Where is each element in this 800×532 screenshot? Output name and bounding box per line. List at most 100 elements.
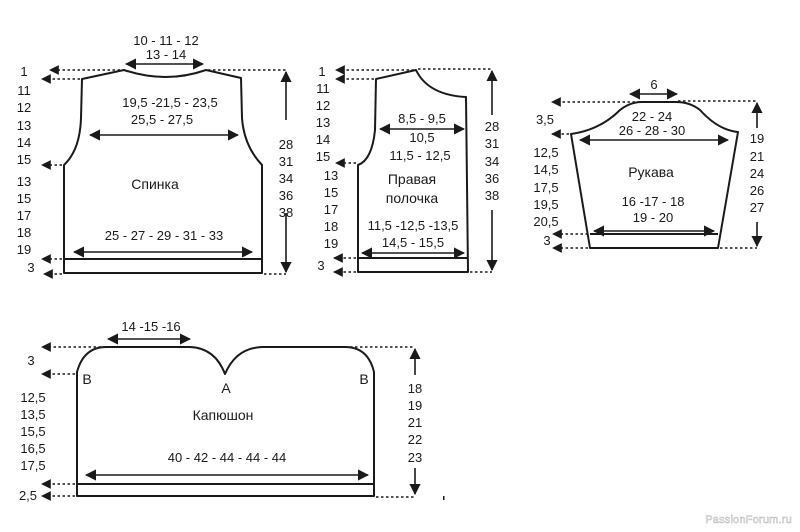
svg-text:19: 19 <box>324 236 338 251</box>
sleeve-outline <box>570 101 739 249</box>
svg-text:17,5: 17,5 <box>20 458 45 473</box>
svg-text:18: 18 <box>17 225 31 240</box>
sleeve-bottom-width-2: 19 - 20 <box>633 210 673 225</box>
svg-text:16,5: 16,5 <box>20 441 45 456</box>
front-left-armhole-sizes: 11 12 13 14 15 <box>316 81 330 164</box>
back-shoulder-width-1: 19,5 -21,5 - 23,5 <box>122 95 217 110</box>
svg-text:21: 21 <box>750 149 764 164</box>
svg-text:12: 12 <box>17 100 31 115</box>
front-bottom-width-1: 11,5 -12,5 -13,5 <box>368 218 459 233</box>
svg-text:15,5: 15,5 <box>20 424 45 439</box>
svg-text:28: 28 <box>279 137 293 152</box>
back-right-height-sizes: 28 31 34 36 38 <box>279 137 293 220</box>
svg-text:34: 34 <box>279 171 293 186</box>
svg-text:13: 13 <box>17 174 31 189</box>
svg-text:11: 11 <box>316 81 330 96</box>
front-title-2: полочка <box>386 190 439 206</box>
back-outline <box>63 69 263 274</box>
hood-left-body-sizes: 12,5 13,5 15,5 16,5 17,5 <box>20 390 45 473</box>
svg-text:12,5: 12,5 <box>20 390 45 405</box>
svg-text:31: 31 <box>279 154 293 169</box>
front-outline <box>357 69 469 273</box>
svg-text:21: 21 <box>408 415 422 430</box>
hood-piece: 14 -15 -16 В А В Капюшон 40 - 42 - 44 - … <box>19 319 445 503</box>
front-left-body-sizes: 13 15 17 18 19 <box>324 168 338 251</box>
sleeve-bottom-width-1: 16 -17 - 18 <box>622 194 685 209</box>
svg-text:38: 38 <box>279 205 293 220</box>
svg-text:14: 14 <box>316 132 330 147</box>
front-bottom-width-2: 14,5 - 15,5 <box>382 235 444 250</box>
svg-text:19,5: 19,5 <box>533 197 558 212</box>
front-right-height-sizes: 28 31 34 36 38 <box>485 119 499 203</box>
svg-text:15: 15 <box>316 149 330 164</box>
back-left-armhole-sizes: 11 12 13 14 15 <box>17 83 31 167</box>
front-left-top: 1 <box>318 64 325 79</box>
hood-left-top: 3 <box>27 353 34 368</box>
svg-text:17: 17 <box>324 202 338 217</box>
sleeve-cap-width-1: 22 - 24 <box>632 109 672 124</box>
svg-text:31: 31 <box>485 136 499 151</box>
sleeve-right-height-sizes: 19 21 24 26 27 <box>750 131 764 215</box>
sleeve-left-hem: 3 <box>543 233 550 248</box>
svg-text:13: 13 <box>324 168 338 183</box>
back-title: Спинка <box>131 176 179 192</box>
front-shoulder-width-3: 11,5 - 12,5 <box>389 148 450 163</box>
svg-text:19: 19 <box>17 242 31 257</box>
svg-text:34: 34 <box>485 154 499 169</box>
svg-text:19: 19 <box>750 131 764 146</box>
sleeve-left-body-sizes: 12,5 14,5 17,5 19,5 20,5 <box>533 145 558 229</box>
hood-point-b-right: В <box>359 371 368 387</box>
svg-text:13: 13 <box>316 115 330 130</box>
hood-top-width: 14 -15 -16 <box>121 319 180 334</box>
back-shoulder-width-2: 25,5 - 27,5 <box>131 112 193 127</box>
svg-text:24: 24 <box>750 166 764 181</box>
svg-text:38: 38 <box>485 188 499 203</box>
svg-text:15: 15 <box>324 185 338 200</box>
sleeve-title: Рукава <box>628 164 674 180</box>
svg-text:22: 22 <box>408 432 422 447</box>
sleeve-top-width: 6 <box>650 77 657 92</box>
svg-text:11: 11 <box>17 83 31 98</box>
svg-text:36: 36 <box>279 188 293 203</box>
svg-text:17: 17 <box>17 208 31 223</box>
front-piece: 8,5 - 9,5 10,5 11,5 - 12,5 Правая полочк… <box>316 64 499 277</box>
back-left-body-sizes: 13 15 17 18 19 <box>17 174 31 257</box>
svg-text:13,5: 13,5 <box>20 407 45 422</box>
svg-text:17,5: 17,5 <box>533 180 558 195</box>
hood-left-hem: 2,5 <box>19 488 37 503</box>
svg-text:14: 14 <box>17 135 31 150</box>
svg-text:15: 15 <box>17 191 31 206</box>
svg-text:13: 13 <box>17 118 31 133</box>
back-bottom-width: 25 - 27 - 29 - 31 - 33 <box>105 228 224 243</box>
svg-text:18: 18 <box>324 219 338 234</box>
back-neck-width-1: 10 - 11 - 12 <box>133 33 199 48</box>
svg-text:36: 36 <box>485 171 499 186</box>
svg-text:14,5: 14,5 <box>533 162 558 177</box>
svg-text:28: 28 <box>485 119 499 134</box>
front-shoulder-width-2: 10,5 <box>409 130 434 145</box>
back-piece: 10 - 11 - 12 13 - 14 19,5 -21,5 - 23,5 2… <box>17 33 293 279</box>
stray-mark <box>443 496 445 500</box>
svg-text:20,5: 20,5 <box>533 214 558 229</box>
hood-title: Капюшон <box>193 407 254 423</box>
svg-text:19: 19 <box>408 398 422 413</box>
back-left-hem: 3 <box>27 260 34 275</box>
svg-text:15: 15 <box>17 152 31 167</box>
back-left-top: 1 <box>20 64 27 79</box>
sleeve-piece: 6 22 - 24 26 - 28 - 30 Рукава 16 -17 - 1… <box>533 77 764 253</box>
hood-point-b-left: В <box>82 371 91 387</box>
front-left-hem: 3 <box>317 258 324 273</box>
svg-text:18: 18 <box>408 381 422 396</box>
svg-text:26: 26 <box>750 183 764 198</box>
svg-text:12,5: 12,5 <box>533 145 558 160</box>
hood-width: 40 - 42 - 44 - 44 - 44 <box>168 450 287 465</box>
front-shoulder-width-1: 8,5 - 9,5 <box>398 111 446 126</box>
front-title-1: Правая <box>388 171 436 187</box>
svg-text:23: 23 <box>408 450 422 465</box>
watermark: PassionForum.ru <box>705 514 792 527</box>
sleeve-left-cap: 3,5 <box>536 112 554 127</box>
back-neck-width-2: 13 - 14 <box>146 47 186 62</box>
hood-point-a: А <box>221 380 231 396</box>
svg-text:27: 27 <box>750 200 764 215</box>
